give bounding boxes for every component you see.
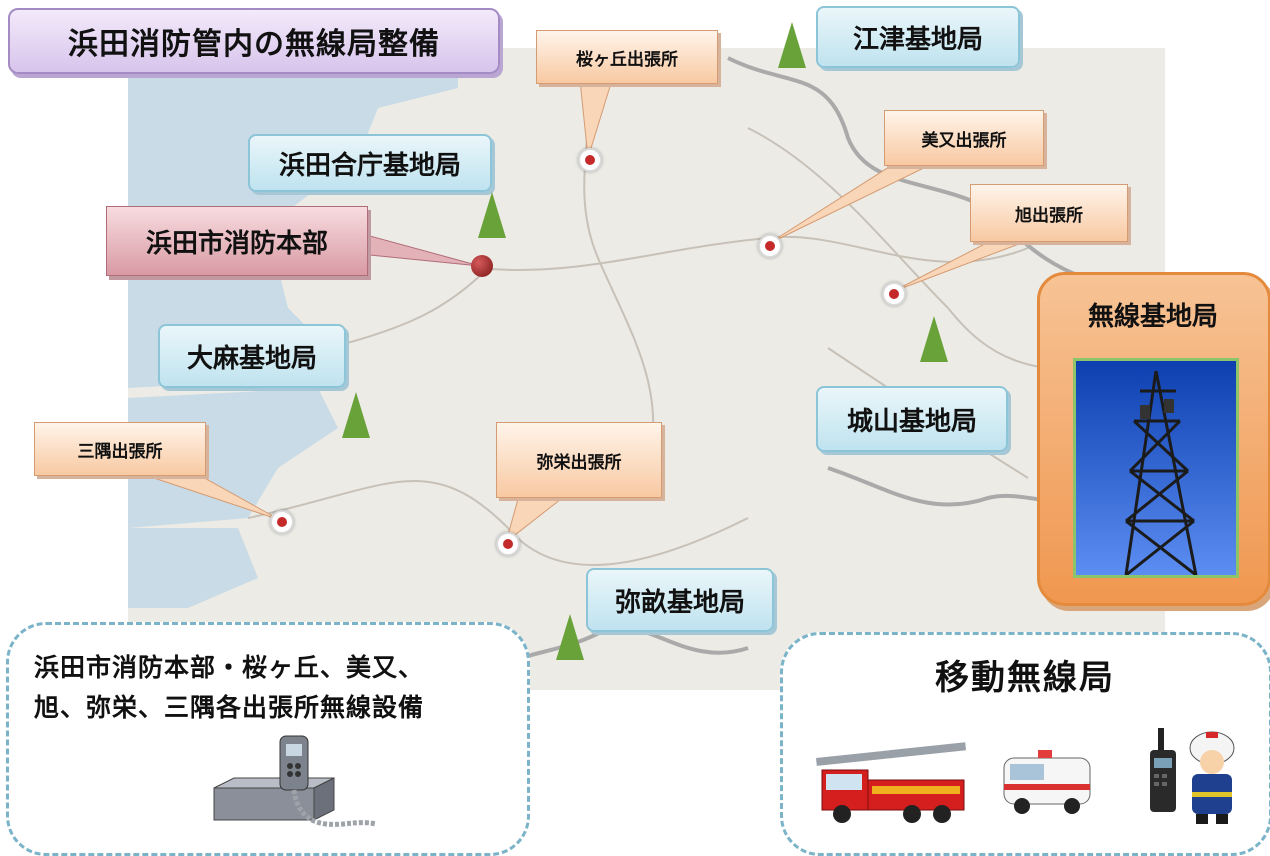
- fixed-equipment-line-2: 旭、弥栄、三隅各出張所無線設備: [34, 693, 425, 722]
- office-marker-icon: [496, 532, 520, 556]
- office-marker-icon: [758, 234, 782, 258]
- mobile-radio-unit-icon: [213, 735, 377, 827]
- handheld-radio-icon: [1150, 728, 1176, 812]
- mobile-stations-box: [780, 632, 1270, 856]
- station-label-gotsu: 江津基地局: [816, 6, 1020, 68]
- radio-tower-icon: [478, 192, 506, 238]
- firefighter-icon: [1189, 731, 1235, 824]
- radio-tower-icon: [778, 22, 806, 68]
- page-title: 浜田消防管内の無線局整備: [8, 8, 500, 74]
- station-label-yase: 弥畝基地局: [586, 568, 774, 632]
- station-label-shiroyama: 城山基地局: [816, 386, 1008, 452]
- hq-label: 浜田市消防本部: [106, 206, 368, 276]
- branch-label-sakuragaoka: 桜ヶ丘出張所: [536, 30, 718, 84]
- station-label-oasa: 大麻基地局: [158, 324, 346, 388]
- hq-marker-icon: [471, 255, 493, 277]
- fire-engine-icon: [815, 742, 967, 823]
- radio-tower-icon: [556, 614, 584, 660]
- base-station-panel-title: 無線基地局: [1087, 302, 1218, 332]
- office-marker-icon: [270, 510, 294, 534]
- office-marker-icon: [882, 282, 906, 306]
- ambulance-icon: [1003, 750, 1091, 814]
- branch-label-yasaka: 弥栄出張所: [496, 422, 662, 498]
- radio-tower-icon: [342, 392, 370, 438]
- branch-label-asahi: 旭出張所: [970, 184, 1128, 242]
- tower-photo: [1073, 358, 1239, 578]
- office-marker-icon: [578, 148, 602, 172]
- fixed-equipment-line-1: 浜田市消防本部・桜ヶ丘、美又、: [34, 653, 425, 682]
- mobile-stations-title: 移動無線局: [935, 658, 1115, 698]
- fixed-equipment-text: 浜田市消防本部・桜ヶ丘、美又、 旭、弥栄、三隅各出張所無線設備: [34, 648, 504, 728]
- station-label-godo: 浜田合庁基地局: [248, 134, 492, 192]
- branch-label-mimata: 美又出張所: [884, 110, 1044, 166]
- branch-label-misumi: 三隅出張所: [34, 422, 206, 476]
- radio-tower-icon: [920, 316, 948, 362]
- lattice-tower-icon: [1124, 370, 1198, 575]
